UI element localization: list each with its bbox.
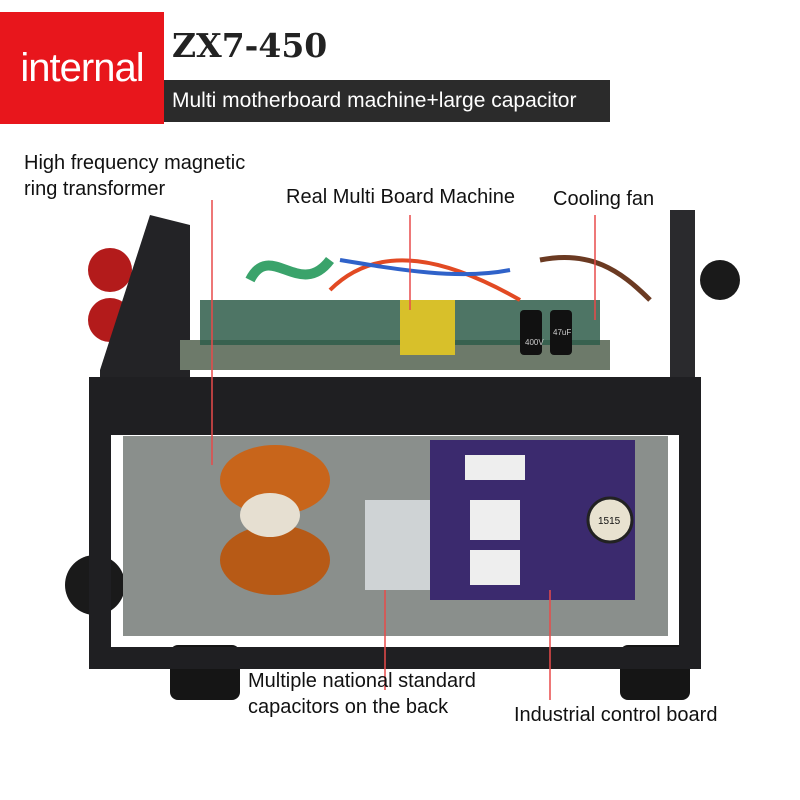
coil-tape bbox=[240, 493, 300, 537]
badge-text: internal bbox=[20, 45, 144, 90]
board-relay-1 bbox=[465, 455, 525, 480]
fan-sticker bbox=[586, 496, 634, 544]
yellow-transformer bbox=[400, 300, 455, 355]
capacitor-1 bbox=[520, 310, 542, 355]
callout-capacitors-line1: Multiple national standard bbox=[248, 670, 476, 692]
callout-capacitors-line2: capacitors on the back bbox=[248, 696, 449, 718]
cap-label-a: 400V bbox=[525, 338, 544, 347]
callout-control: Industrial control board bbox=[514, 704, 718, 726]
callout-board: Real Multi Board Machine bbox=[286, 186, 515, 208]
red-wire bbox=[328, 258, 521, 302]
chassis-shelf bbox=[100, 385, 690, 435]
model-title: ZX7-450 bbox=[172, 26, 328, 65]
front-panel bbox=[100, 215, 190, 395]
subtitle-bar: Multi motherboard machine+large capacito… bbox=[164, 80, 610, 122]
blue-wire bbox=[339, 258, 511, 277]
welder-interior-photo: 400V 47uF 1515 bbox=[65, 200, 740, 700]
cap-label-b: 47uF bbox=[553, 328, 571, 337]
copper-coil-bottom bbox=[220, 525, 330, 595]
callout-transformer-line1: High frequency magnetic bbox=[24, 152, 246, 174]
back-bracket bbox=[670, 210, 695, 400]
copper-coil-top bbox=[220, 445, 330, 515]
knob-top bbox=[88, 248, 132, 292]
callout-transformer-line2: ring transformer bbox=[24, 178, 166, 200]
fan-sticker-text: 1515 bbox=[598, 516, 621, 527]
callout-capacitors: Multiple national standard capacitors on… bbox=[248, 668, 476, 720]
callout-fan: Cooling fan bbox=[553, 188, 655, 210]
cable-gland bbox=[700, 260, 740, 300]
internal-badge: internal bbox=[0, 12, 164, 124]
capacitor-2 bbox=[550, 310, 572, 355]
board-relay-3 bbox=[470, 550, 520, 585]
subtitle-text: Multi motherboard machine+large capacito… bbox=[172, 89, 577, 112]
board-relay-2 bbox=[470, 500, 520, 540]
fan-wire bbox=[539, 254, 652, 302]
callout-transformer: High frequency magnetic ring transformer bbox=[24, 150, 245, 202]
green-cable bbox=[245, 256, 334, 283]
